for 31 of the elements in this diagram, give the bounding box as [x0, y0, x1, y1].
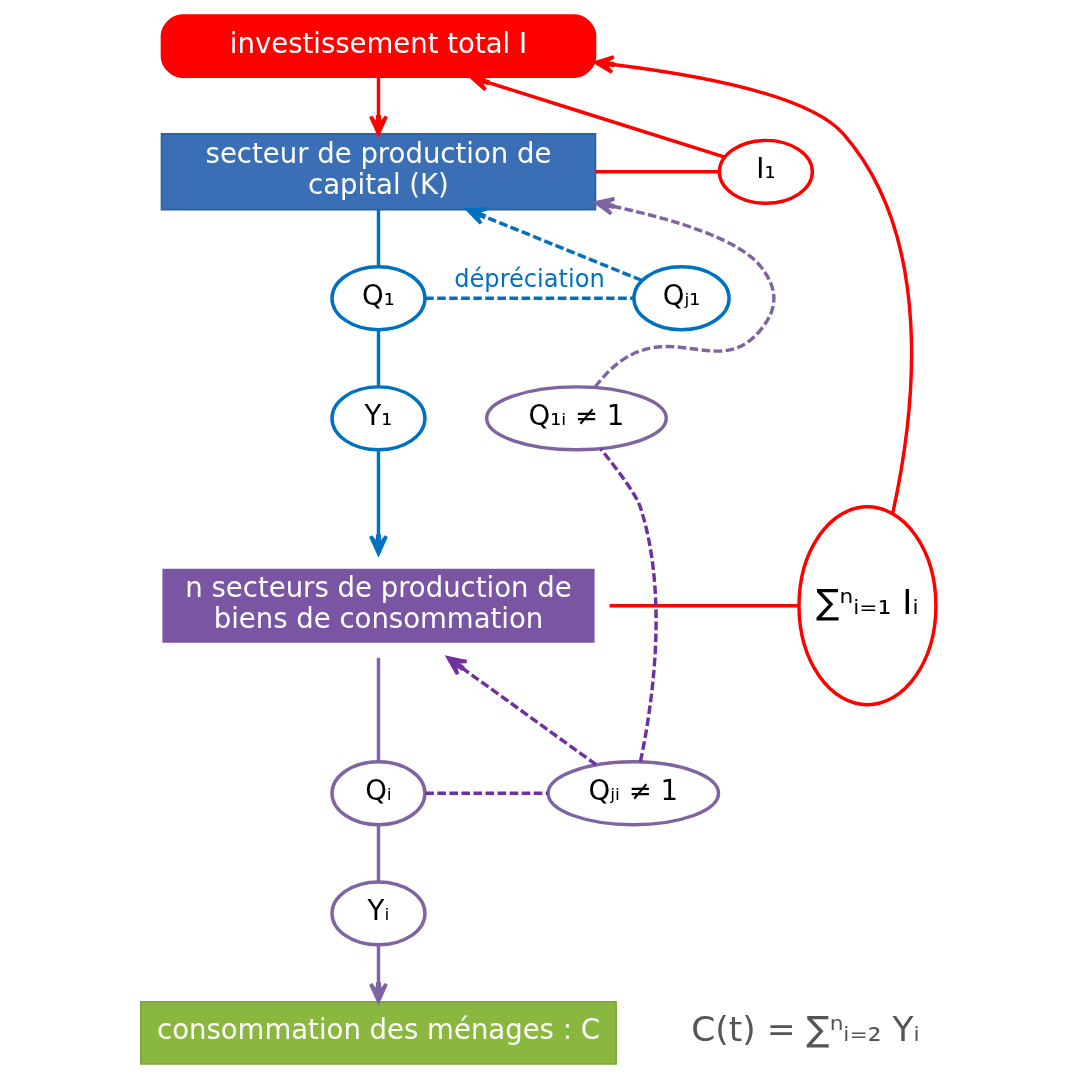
edge-label: dépréciation	[454, 264, 605, 293]
arrow	[466, 207, 643, 282]
node-box: secteur de production de capital (K)	[160, 133, 597, 211]
node-ellipse: Qⱼᵢ ≠ 1	[546, 760, 721, 827]
node-box: investissement total I	[160, 14, 597, 78]
node-ellipse: ∑ⁿᵢ₌₁ Iᵢ	[797, 505, 938, 707]
connector	[599, 447, 658, 762]
node-box: consommation des ménages : C	[140, 1001, 617, 1065]
connector	[425, 296, 634, 300]
arrow	[369, 77, 388, 136]
node-ellipse: Q₁	[330, 265, 427, 332]
connector	[376, 329, 381, 387]
arrow	[369, 945, 388, 1003]
connector	[595, 170, 720, 174]
node-ellipse: Y₁	[330, 385, 427, 452]
connector	[425, 791, 548, 795]
node-ellipse: Qᵢ	[330, 760, 427, 827]
arrow	[594, 55, 914, 514]
arrow	[593, 196, 776, 388]
connector	[609, 604, 799, 608]
node-ellipse: Qⱼ₁	[632, 265, 731, 332]
connector	[376, 825, 381, 882]
node-ellipse: Q₁ᵢ ≠ 1	[484, 385, 668, 452]
arrow	[369, 450, 388, 556]
node-ellipse: Yᵢ	[330, 880, 427, 947]
connector	[376, 657, 381, 762]
label: C(t) = ∑ⁿᵢ₌₂ Yᵢ	[691, 1009, 920, 1050]
connector	[376, 209, 381, 266]
node-box: n secteurs de production de biens de consommation	[160, 567, 597, 645]
node-ellipse: I₁	[717, 138, 815, 205]
arrow	[446, 656, 598, 767]
